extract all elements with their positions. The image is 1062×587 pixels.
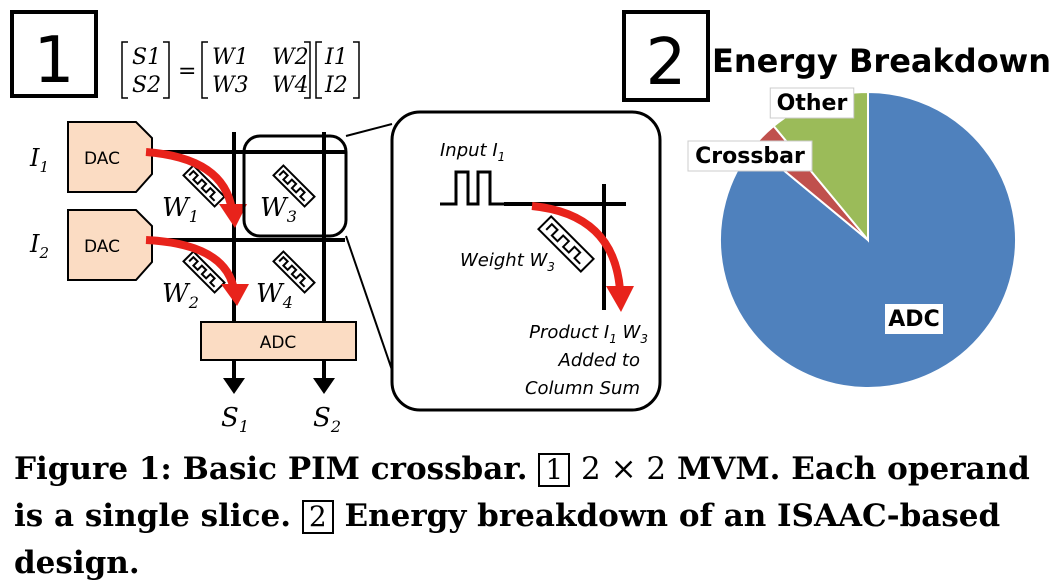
current-arrows (145, 148, 238, 291)
pie-label-bg-other (769, 87, 855, 119)
zoom-arrow-head (606, 286, 634, 312)
adc-label: ADC (260, 333, 297, 353)
crossbar-grid (148, 132, 345, 322)
eq-equals: = (178, 59, 196, 84)
panel1-number-box: 1 (10, 10, 98, 98)
panel2-number: 2 (646, 26, 687, 100)
eq-i1: I1 (324, 45, 348, 70)
caption-lead: Figure 1: Basic PIM crossbar. (14, 451, 528, 487)
pie-label-bg-crossbar (687, 140, 813, 172)
caption-part1: MVM. Each operand is a single slice. (14, 451, 1030, 534)
zoom-product-line3: Column Sum (525, 378, 640, 399)
pie-chart (719, 90, 1017, 389)
weight-label-w4: W4 (256, 279, 293, 312)
zoom-memristor (537, 215, 595, 273)
zoom-weight-label: Weight W3 (460, 250, 555, 274)
memristor-w2 (182, 250, 226, 294)
pie-label-adc: ADC (888, 307, 939, 332)
zoom-connectors (345, 123, 393, 371)
mvm-equation: S1 S2 = W1 W2 W3 W4 I1 I2 (121, 41, 360, 99)
arrow-row2-head (221, 284, 249, 306)
output-arrows (223, 360, 335, 394)
figure-caption: Figure 1: Basic PIM crossbar. 1 2 × 2 MV… (14, 446, 1054, 587)
zoom-arrow (531, 202, 624, 291)
panel2-number-box: 2 (622, 10, 710, 102)
output-label-s1: S1 (221, 403, 249, 436)
dac-1: DAC (67, 121, 153, 193)
input-label-i1: I1 (29, 144, 49, 176)
zoom-product-line2: Added to (558, 350, 640, 371)
eq-s1: S1 (132, 45, 161, 70)
chart-title: Energy Breakdown (712, 42, 1051, 80)
eq-i2: I2 (324, 73, 348, 98)
memristor-w4 (272, 250, 316, 294)
eq-w3: W3 (212, 73, 249, 98)
arrow-row1 (145, 148, 236, 211)
output-label-s2: S2 (313, 403, 341, 436)
memristors (182, 164, 316, 294)
eq-s2: S2 (132, 73, 161, 98)
panel1-number: 1 (34, 24, 75, 98)
pie-label-crossbar: Crossbar (695, 144, 805, 169)
weight-label-w3: W3 (260, 193, 297, 226)
memristor-w3 (272, 164, 316, 208)
pie-label-other: Other (777, 91, 848, 116)
weight-label-w2: W2 (162, 279, 199, 312)
arrow-row2 (145, 236, 238, 291)
adc-block: ADC (200, 321, 357, 361)
caption-box1: 1 (538, 453, 571, 487)
eq-w1: W1 (212, 45, 249, 70)
pie-label-bg-adc (885, 304, 943, 334)
dac-2: DAC (67, 209, 153, 281)
arrow-row1-head (219, 204, 247, 228)
weight-label-w1: W1 (162, 193, 199, 226)
input-label-i2: I2 (29, 230, 49, 262)
zoom-input-label: Input I1 (440, 140, 505, 164)
dac-2-label: DAC (84, 237, 120, 257)
caption-box2: 2 (301, 500, 334, 534)
caption-size: 2 × 2 (581, 451, 667, 487)
figure-canvas: 1 S1 S2 = W1 W2 W3 W4 I1 I2 I1 I2 DAC DA… (10, 10, 1051, 436)
zoom-product-line1: Product I1 W3 (529, 322, 648, 346)
zoom-panel: Input I1 Weight W3 Product I1 W3 Added t… (390, 110, 662, 412)
pie-labels: ADC Crossbar Other (687, 87, 943, 334)
pulse-signal (440, 170, 504, 206)
dac-1-label: DAC (84, 149, 120, 169)
eq-w2: W2 (272, 45, 309, 70)
eq-w4: W4 (272, 73, 309, 98)
memristor-w1 (182, 164, 226, 208)
zoom-highlight-box (242, 134, 348, 238)
